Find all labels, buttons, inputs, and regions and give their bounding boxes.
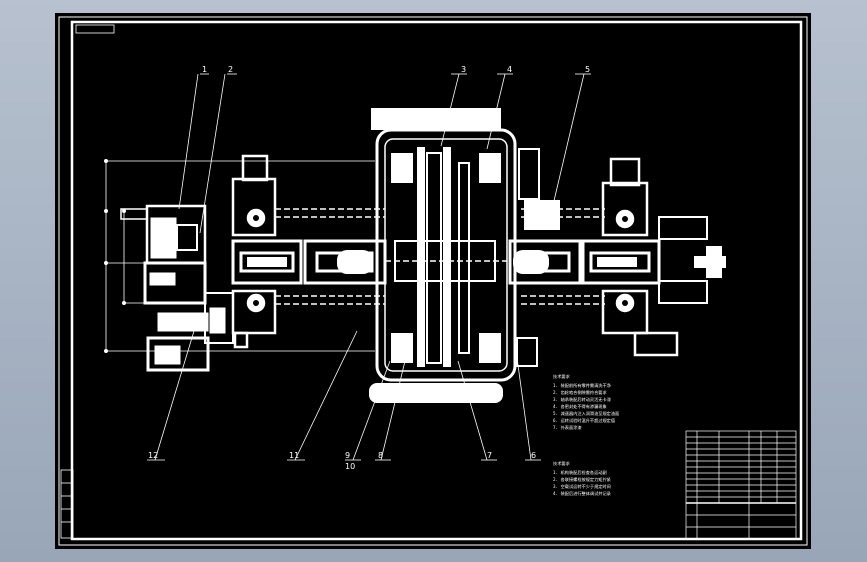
callout-10: 10: [345, 462, 355, 471]
drawing-number-box: [75, 24, 115, 34]
right-lower-bearing: [601, 289, 679, 357]
svg-text:4. 各密封处不得有渗漏现象: 4. 各密封处不得有渗漏现象: [553, 403, 607, 410]
callout-7: 7: [487, 451, 492, 460]
svg-text:2. 齿轮啮合侧隙需符合要求: 2. 齿轮啮合侧隙需符合要求: [553, 389, 607, 396]
svg-text:6. 运转试验时温升不超过规定值: 6. 运转试验时温升不超过规定值: [553, 417, 615, 424]
callout-4: 4: [507, 65, 512, 74]
left-drive-assembly: [120, 204, 234, 372]
svg-text:3. 轴承装配后转动灵活无卡滞: 3. 轴承装配后转动灵活无卡滞: [553, 396, 611, 403]
svg-text:7. 外表面涂漆: 7. 外表面涂漆: [553, 424, 582, 431]
inner-border: [70, 20, 803, 541]
center-right-coupling: [516, 148, 560, 367]
cad-viewport[interactable]: 1 2 3 4 5 12 11 9 10 8 7 6 技术要求 1. 装配前所有…: [55, 13, 811, 549]
callout-1: 1: [202, 65, 207, 74]
callout-5: 5: [585, 65, 590, 74]
notes-2-heading: 技术要求: [553, 460, 571, 467]
callout-numbers: 1 2 3 4 5 12 11 9 10 8 7 6: [148, 65, 590, 471]
parts-list-table: [685, 430, 797, 540]
coupling-blocks: [247, 250, 637, 274]
callout-2: 2: [228, 65, 233, 74]
central-gearbox: [369, 108, 517, 403]
svg-text:1. 机构装配后检查各运动副: 1. 机构装配后检查各运动副: [553, 469, 607, 476]
svg-text:4. 装配后进行整体调试并记录: 4. 装配后进行整体调试并记录: [553, 490, 611, 497]
notes-1-heading: 技术要求: [553, 373, 571, 380]
svg-text:2. 各联接螺栓按规定力矩拧紧: 2. 各联接螺栓按规定力矩拧紧: [553, 476, 611, 483]
callout-12: 12: [148, 451, 158, 460]
shafts: [275, 208, 605, 305]
svg-text:5. 减速器内注入润滑油至规定油面: 5. 减速器内注入润滑油至规定油面: [553, 410, 619, 417]
callout-11: 11: [289, 451, 299, 460]
leader-lines: [147, 73, 591, 461]
dimension-lines: [104, 158, 375, 353]
callout-6: 6: [531, 451, 536, 460]
right-upper-bearing: [601, 157, 649, 237]
left-upper-bearing: [231, 154, 277, 237]
technical-notes-1: 技术要求 1. 装配前所有零件需清洗干净 2. 齿轮啮合侧隙需符合要求 3. 轴…: [553, 373, 619, 431]
assembly-drawing: 1 2 3 4 5 12 11 9 10 8 7 6 技术要求 1. 装配前所有…: [58, 16, 808, 546]
callout-8: 8: [378, 451, 383, 460]
outer-border: [58, 16, 808, 546]
callout-9: 9: [345, 451, 350, 460]
svg-text:3. 空载试运转不少于规定时间: 3. 空载试运转不少于规定时间: [553, 483, 611, 490]
technical-notes-2: 技术要求 1. 机构装配后检查各运动副 2. 各联接螺栓按规定力矩拧紧 3. 空…: [553, 460, 611, 497]
callout-3: 3: [461, 65, 466, 74]
right-end-shaft: [658, 216, 726, 304]
svg-text:1. 装配前所有零件需清洗干净: 1. 装配前所有零件需清洗干净: [553, 382, 611, 389]
left-lower-bearing: [231, 289, 277, 349]
left-revision-table: [60, 469, 74, 539]
